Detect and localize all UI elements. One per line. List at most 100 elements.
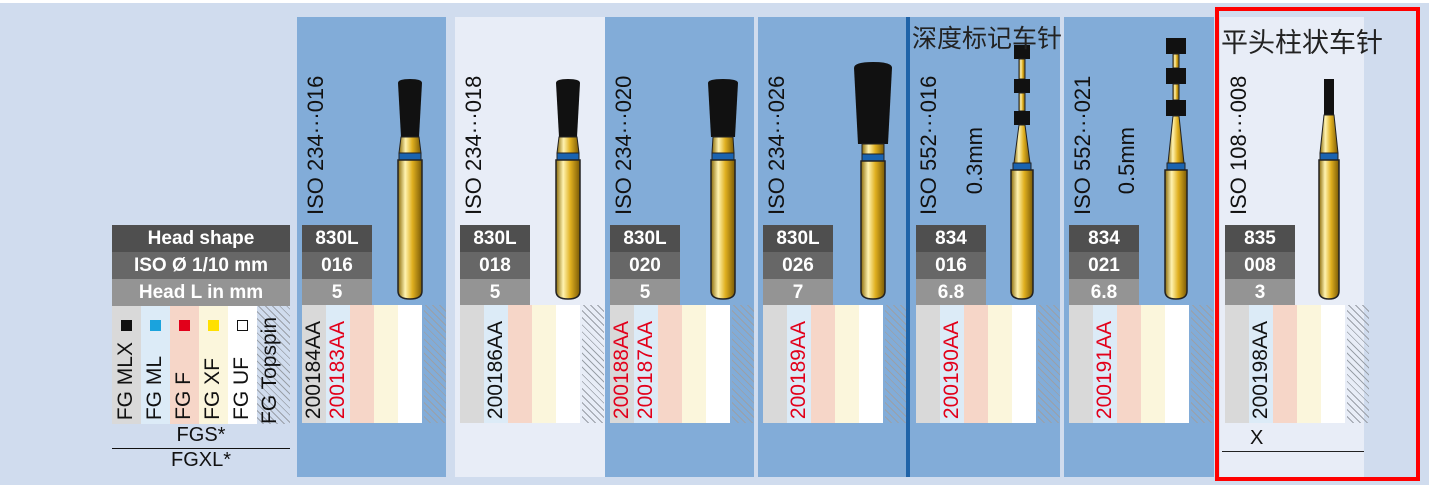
head-shape: 830L (302, 225, 372, 252)
iso-diameter: 016 (302, 252, 372, 279)
iso-code: ISO 552···021 (1070, 75, 1095, 215)
legend-iso-diameter: ISO Ø 1/10 mm (112, 252, 290, 279)
iso-code: ISO 234···016 (303, 75, 328, 215)
grit-swatch-red-icon (179, 320, 190, 331)
code-cell-f (350, 305, 374, 423)
code-cell-mlx (1069, 305, 1093, 423)
article-number: 200190AA (940, 320, 963, 419)
grit-f: FG F (170, 306, 199, 424)
code-cell-ml: 200191AA (1093, 305, 1117, 423)
code-cell-f (508, 305, 532, 423)
code-cell-topspin (1347, 305, 1369, 423)
article-number: 200184AA (302, 320, 325, 419)
iso-diameter: 021 (1069, 252, 1139, 279)
head-shape: 830L (610, 225, 680, 252)
fgxl-availability-mark: X (1250, 427, 1264, 449)
spec-table: 830L 020 5 (610, 225, 680, 306)
article-codes: 200184AA 200183AA (302, 305, 446, 423)
legend-head-length: Head L in mm (112, 279, 290, 306)
grit-label: FG XF (201, 358, 224, 420)
article-number: 200189AA (787, 320, 810, 419)
code-cell-topspin (1038, 305, 1060, 423)
code-cell-mlx (916, 305, 940, 423)
iso-code: ISO 234···020 (611, 75, 636, 215)
grit-label: FG ML (143, 355, 166, 420)
article-codes: 200188AA 200187AA (610, 305, 754, 423)
depth-mark-interval: 0.3mm (962, 127, 987, 195)
grit-swatch-black-icon (121, 320, 132, 331)
grit-swatch-yellow-icon (208, 320, 219, 331)
head-length: 7 (763, 279, 833, 306)
article-codes: 200198AA (1225, 305, 1369, 423)
grit-xf: FG XF (199, 306, 228, 424)
code-cell-mlx (1225, 305, 1249, 423)
iso-diameter: 008 (1225, 252, 1295, 279)
catalog-page: Head shape ISO Ø 1/10 mm Head L in mm FG… (0, 3, 1429, 485)
bur-834-depth-marker-icon (1164, 38, 1188, 300)
shank-legend: FGS* FGXL* (112, 424, 290, 471)
fgs-label: FGS* (176, 424, 226, 446)
section-divider (906, 17, 910, 477)
code-cell-uf (398, 305, 422, 423)
head-shape: 834 (1069, 225, 1139, 252)
head-length: 6.8 (1069, 279, 1139, 306)
grit-ml: FG ML (141, 306, 170, 424)
head-shape: 830L (460, 225, 530, 252)
code-cell-ml: 200198AA (1249, 305, 1273, 423)
code-cell-uf (706, 305, 730, 423)
product-column-3: ISO 234···020 830L 020 5 200188AA 200187… (605, 17, 754, 477)
bur-830L-icon (555, 79, 581, 300)
code-cell-topspin (582, 305, 604, 423)
code-cell-topspin (1191, 305, 1213, 423)
code-cell-uf (1165, 305, 1189, 423)
article-codes: 200191AA (1069, 305, 1213, 423)
code-cell-uf (859, 305, 883, 423)
product-column-4: ISO 234···026 830L 026 7 200189AA (758, 17, 908, 477)
article-number: 200187AA (634, 320, 657, 419)
article-number: 200183AA (326, 320, 349, 419)
iso-diameter: 026 (763, 252, 833, 279)
product-column-2: ISO 234···018 830L 018 5 200186AA (455, 17, 605, 477)
code-cell-topspin (885, 305, 907, 423)
article-number: 200186AA (484, 320, 507, 419)
highlight-box (1215, 7, 1420, 481)
product-column-7: ISO 108···008 835 008 3 200198AA X (1220, 17, 1369, 477)
code-cell-ml: 200183AA (326, 305, 350, 423)
bur-834-depth-marker-icon (1010, 45, 1034, 300)
article-number: 200191AA (1093, 320, 1116, 419)
depth-mark-interval: 0.5mm (1114, 127, 1139, 195)
iso-diameter: 016 (916, 252, 986, 279)
head-length: 5 (610, 279, 680, 306)
code-cell-xf (682, 305, 706, 423)
iso-diameter: 018 (460, 252, 530, 279)
article-number: 200188AA (610, 320, 633, 419)
grit-legend: FG MLX FG ML FG F FG XF FG UF FG Topspin (112, 306, 290, 424)
grit-label: FG F (172, 372, 195, 420)
category-title-flat-cylinder: 平头柱状车针 (1221, 28, 1383, 59)
code-cell-topspin (424, 305, 446, 423)
product-column-6: ISO 552···021 0.5mm 834 021 6.8 200191AA (1064, 17, 1214, 477)
head-shape: 834 (916, 225, 986, 252)
article-codes: 200186AA (460, 305, 604, 423)
grit-label: FG UF (230, 357, 253, 420)
iso-code: ISO 234···026 (764, 75, 789, 215)
code-cell-uf (556, 305, 580, 423)
bur-830L-large-icon (854, 62, 892, 300)
iso-code: ISO 234···018 (461, 75, 486, 215)
grit-label: FG Topspin (258, 317, 281, 424)
code-cell-xf (532, 305, 556, 423)
bur-830L-icon (397, 79, 423, 300)
code-cell-mlx: 200184AA (302, 305, 326, 423)
code-cell-topspin (732, 305, 754, 423)
code-cell-ml: 200189AA (787, 305, 811, 423)
divider (112, 448, 290, 449)
category-title-depth-marker: 深度标记车针 (912, 24, 1063, 53)
head-length: 3 (1225, 279, 1295, 306)
spec-table: 830L 016 5 (302, 225, 372, 306)
head-shape: 830L (763, 225, 833, 252)
head-length: 5 (460, 279, 530, 306)
divider (1222, 451, 1364, 452)
code-cell-f (1117, 305, 1141, 423)
code-cell-mlx (763, 305, 787, 423)
grit-uf: FG UF (228, 306, 257, 424)
